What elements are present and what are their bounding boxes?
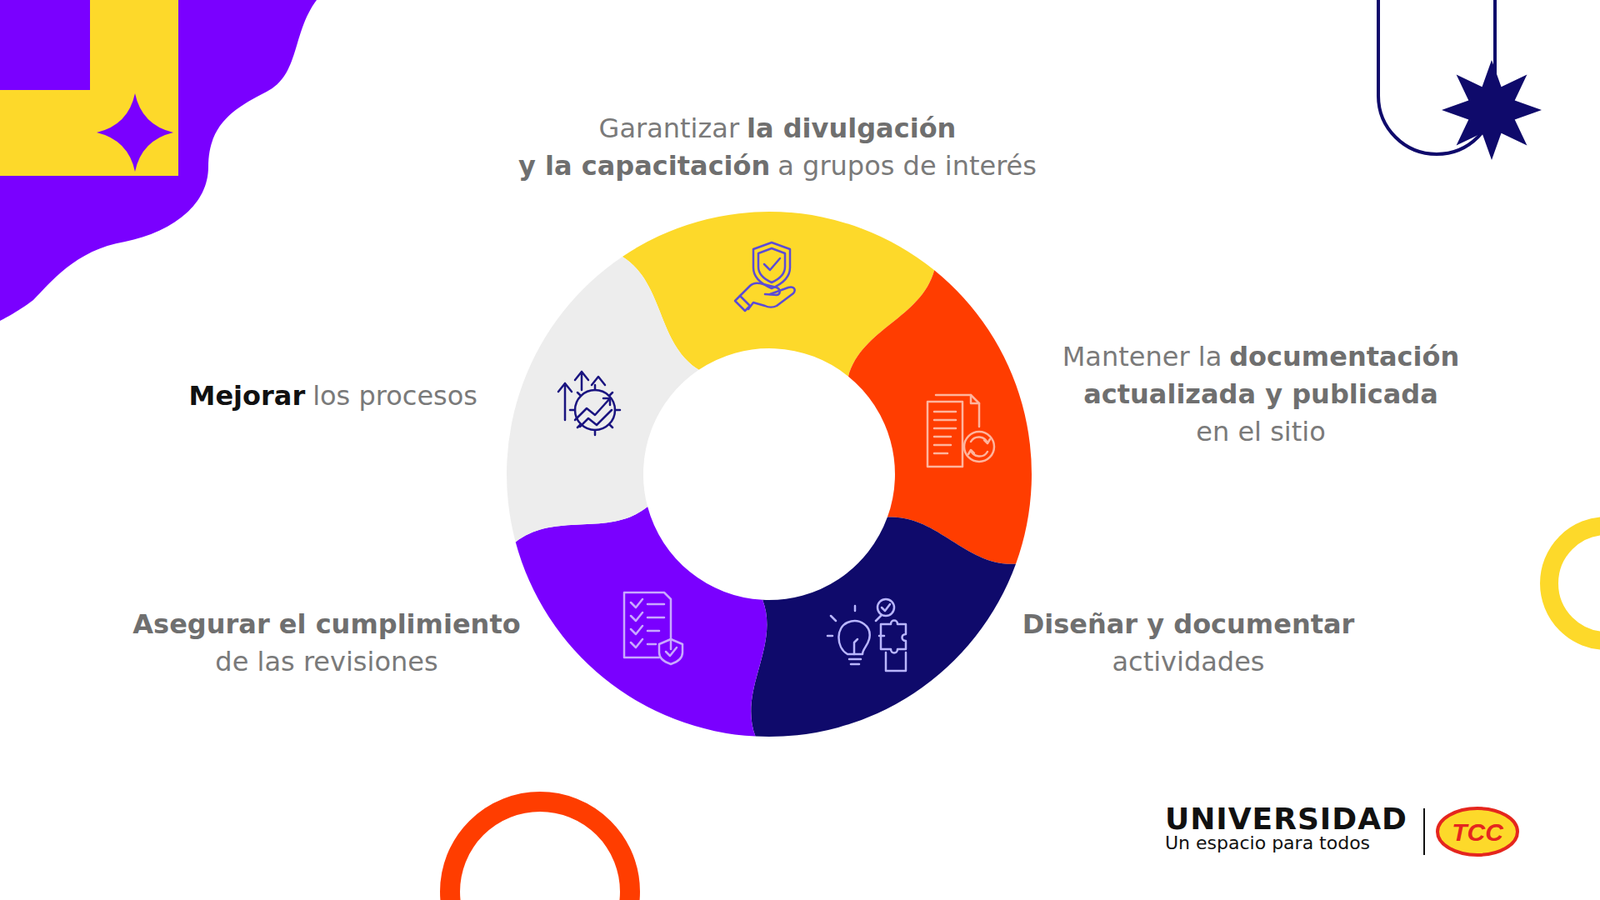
step-label: Diseñar y documentar actividades — [1022, 605, 1355, 681]
step-keyword: y la capacitación — [518, 150, 770, 182]
corner-blob — [0, 0, 317, 321]
sparkle-star — [96, 93, 174, 172]
step-text: actividades — [1111, 645, 1265, 678]
tcc-logo-text: TCC — [1451, 818, 1504, 846]
donut-segment — [848, 270, 1032, 565]
step-keyword: Diseñar y documentar — [1022, 608, 1355, 640]
step-text: los procesos — [312, 380, 478, 412]
step-text: en el sitio — [1195, 415, 1325, 448]
hand-shield-icon — [735, 242, 795, 311]
step-keyword: Asegurar el cumplimiento — [132, 608, 520, 640]
burst-star — [1441, 60, 1542, 160]
donut-segment — [750, 516, 1016, 737]
logo-divider — [1423, 808, 1425, 855]
step-text: Mantener la — [1062, 340, 1223, 373]
step-keyword: Mejorar — [189, 380, 306, 412]
step-label: Garantizarla divulgación y la capacitació… — [518, 110, 1037, 185]
yellow-ring — [1549, 525, 1600, 641]
brand-name: UNIVERSIDAD — [1165, 802, 1408, 836]
step-text: de las revisiones — [215, 645, 438, 678]
orange-ring — [450, 801, 630, 900]
step-label: Asegurar el cumplimiento de las revisione… — [132, 605, 520, 681]
step-keyword: documentación — [1229, 340, 1460, 373]
step-label: Mantener ladocumentación actualizada y pu… — [1062, 338, 1460, 451]
donut-segment — [515, 506, 768, 737]
brand-tagline: Un espacio para todos — [1165, 833, 1370, 854]
burst-star — [1441, 60, 1542, 160]
donut-segment — [506, 256, 700, 543]
tcc-oval — [1437, 808, 1518, 855]
checklist-icon — [624, 592, 683, 665]
step-label: Mejorarlos procesos — [189, 377, 478, 415]
growth-gear-icon — [558, 371, 620, 435]
step-keyword: la divulgación — [746, 112, 956, 145]
step-text: Garantizar — [599, 112, 740, 145]
document-refresh-icon — [927, 395, 995, 467]
idea-puzzle-icon — [827, 599, 906, 671]
step-text: a grupos de interés — [777, 150, 1037, 182]
donut-chart — [506, 211, 1032, 737]
yellow-square — [0, 0, 179, 176]
step-keyword: actualizada y publicada — [1083, 378, 1439, 410]
